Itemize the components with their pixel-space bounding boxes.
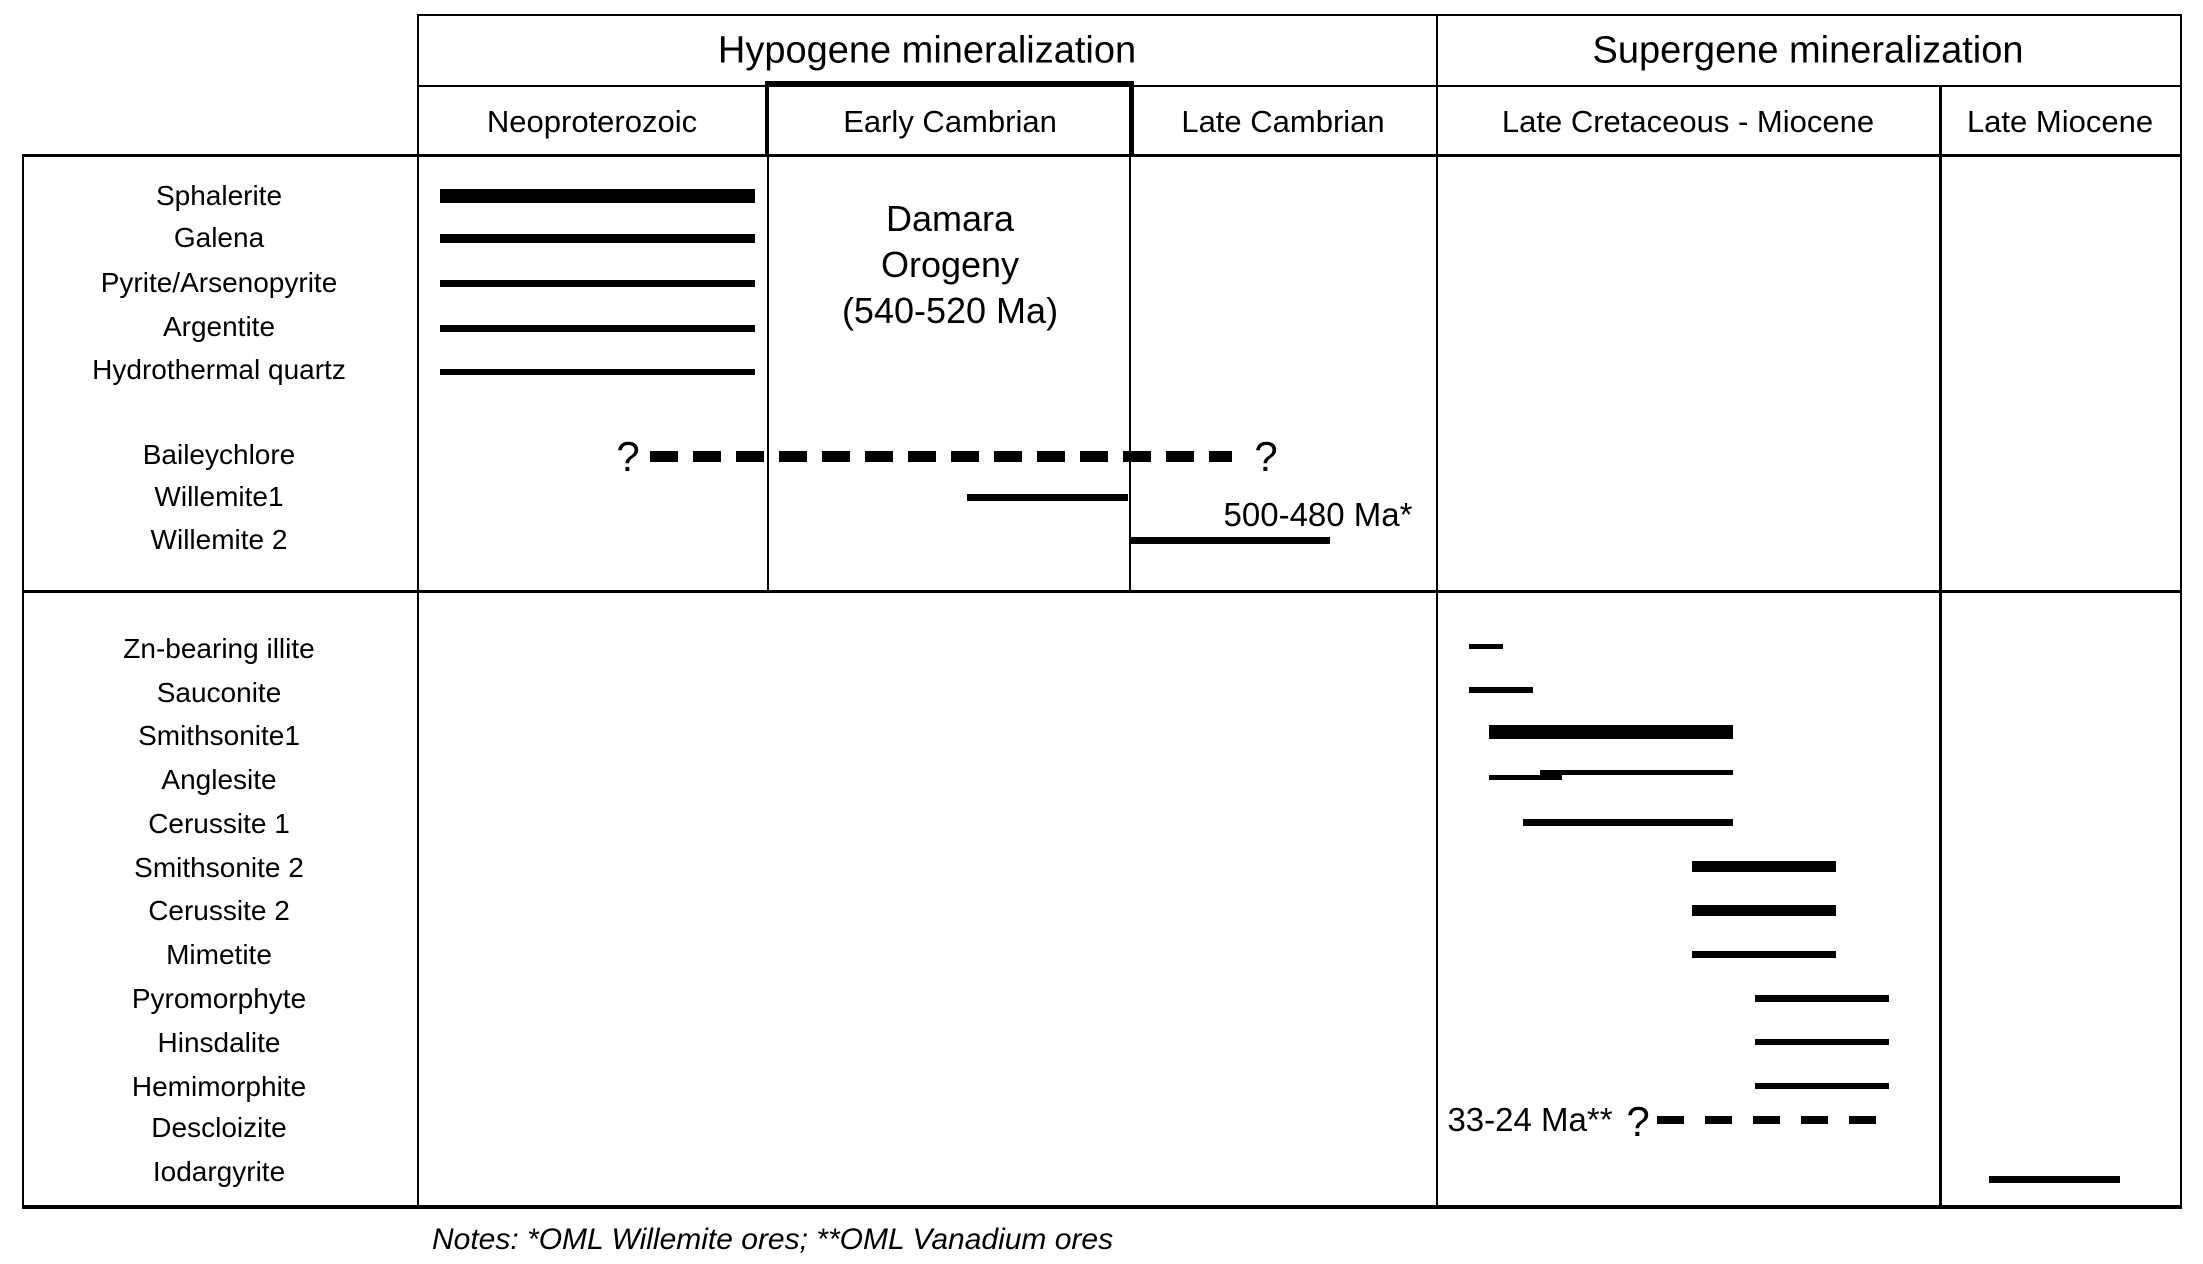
mineral-label-pyromorphyte: Pyromorphyte — [131, 983, 307, 1014]
period-late-cambrian: Late Cambrian — [1181, 104, 1385, 139]
timing-bar-cerussite-1 — [1523, 818, 1733, 826]
timing-bar-smithsonite-2 — [1692, 860, 1836, 872]
timing-bar-smithsonite1 — [1489, 725, 1733, 739]
timing-bar-anglesite — [1540, 769, 1733, 775]
grid-line-table-right — [2180, 14, 2182, 1209]
period-early-cambrian: Early Cambrian — [843, 104, 1057, 139]
mineral-label-anglesite: Anglesite — [161, 764, 277, 795]
mineral-label-sauconite: Sauconite — [156, 677, 282, 708]
early-cambrian-cell-border — [765, 81, 1134, 157]
timing-bar-sphalerite — [440, 189, 755, 203]
mineral-label-mimetite: Mimetite — [166, 939, 272, 970]
grid-line-table-top — [417, 14, 2182, 16]
timing-bar-sauconite — [1469, 687, 1533, 693]
vanadium-age-annotation: 33-24 Ma** — [1447, 1101, 1613, 1138]
grid-line-hypogene-supergene — [1436, 14, 1438, 1209]
question-mark-descloizite: ? — [1626, 1098, 1650, 1145]
timing-bar-pyromorphyte — [1755, 994, 1889, 1002]
group-title-hypogene: Hypogene mineralization — [717, 29, 1137, 72]
mineral-label-hydrothermal-quartz: Hydrothermal quartz — [92, 354, 346, 385]
grid-line-label-left — [22, 154, 24, 1209]
mineral-label-argentite: Argentite — [162, 311, 276, 342]
group-title-supergene: Supergene mineralization — [1592, 29, 2024, 72]
period-neoproterozoic: Neoproterozoic — [486, 104, 698, 139]
timing-bar-mimetite — [1692, 950, 1836, 958]
grid-line-col-late-miocene-left — [1939, 85, 1942, 1209]
mineral-label-cerussite-1: Cerussite 1 — [148, 808, 290, 839]
timing-bar-hemimorphite — [1755, 1083, 1889, 1089]
period-late-miocene: Late Miocene — [1966, 104, 2154, 139]
mineral-label-hinsdalite: Hinsdalite — [157, 1027, 281, 1058]
notes-footnote: Notes: *OML Willemite ores; **OML Vanadi… — [432, 1223, 1114, 1256]
question-mark-left: ? — [616, 433, 640, 480]
mineral-label-iodargyrite: Iodargyrite — [152, 1156, 286, 1187]
mineral-label-galena: Galena — [173, 222, 265, 253]
willemite-age-annotation: 500-480 Ma* — [1223, 496, 1413, 533]
timing-bar-baileychlore — [650, 450, 1232, 462]
mineral-label-descloizite: Descloizite — [151, 1112, 287, 1143]
mineral-label-pyrite-arsenopyrite: Pyrite/Arsenopyrite — [100, 267, 338, 298]
grid-line-col-neoproterozoic-right — [767, 85, 769, 593]
grid-line-header-separator — [417, 85, 2182, 87]
mineral-label-willemite1: Willemite1 — [154, 481, 284, 512]
timing-bar-iodargyrite — [1989, 1175, 2120, 1183]
mineral-label-baileychlore: Baileychlore — [142, 439, 296, 470]
timing-bar-willemite-2 — [1130, 536, 1330, 544]
timing-bar-hinsdalite — [1755, 1039, 1889, 1045]
timing-bar-descloizite — [1657, 1116, 1893, 1124]
timing-bar-willemite1 — [967, 493, 1128, 501]
question-mark-right: ? — [1254, 433, 1278, 480]
timing-bar-argentite — [440, 324, 755, 332]
timing-bar-hydrothermal-quartz — [440, 369, 755, 375]
damara-orogeny-annotation: Damara Orogeny (540-520 Ma) — [841, 198, 1059, 331]
timing-bar-cerussite-2 — [1692, 904, 1836, 916]
mineral-label-sphalerite: Sphalerite — [155, 180, 283, 211]
timing-bar-anglesite — [1489, 774, 1562, 780]
timing-bar-galena — [440, 233, 755, 243]
grid-line-col-label-right — [417, 14, 419, 1209]
mineral-label-smithsonite-2: Smithsonite 2 — [134, 852, 304, 883]
timing-bar-zn-bearing-illite — [1469, 643, 1503, 649]
period-late-cretaceous-miocene: Late Cretaceous - Miocene — [1501, 104, 1875, 139]
mineral-label-zn-bearing-illite: Zn-bearing illite — [123, 633, 315, 664]
timing-bar-pyrite-arsenopyrite — [440, 279, 755, 287]
grid-line-table-bottom — [22, 1205, 2182, 1209]
mineral-label-willemite-2: Willemite 2 — [150, 524, 288, 555]
grid-line-col-early-cambrian-right — [1129, 85, 1131, 593]
mineral-label-cerussite-2: Cerussite 2 — [148, 895, 290, 926]
mineral-label-smithsonite1: Smithsonite1 — [138, 720, 300, 751]
grid-line-section-divider — [22, 590, 2182, 593]
mineral-label-hemimorphite: Hemimorphite — [131, 1071, 307, 1102]
